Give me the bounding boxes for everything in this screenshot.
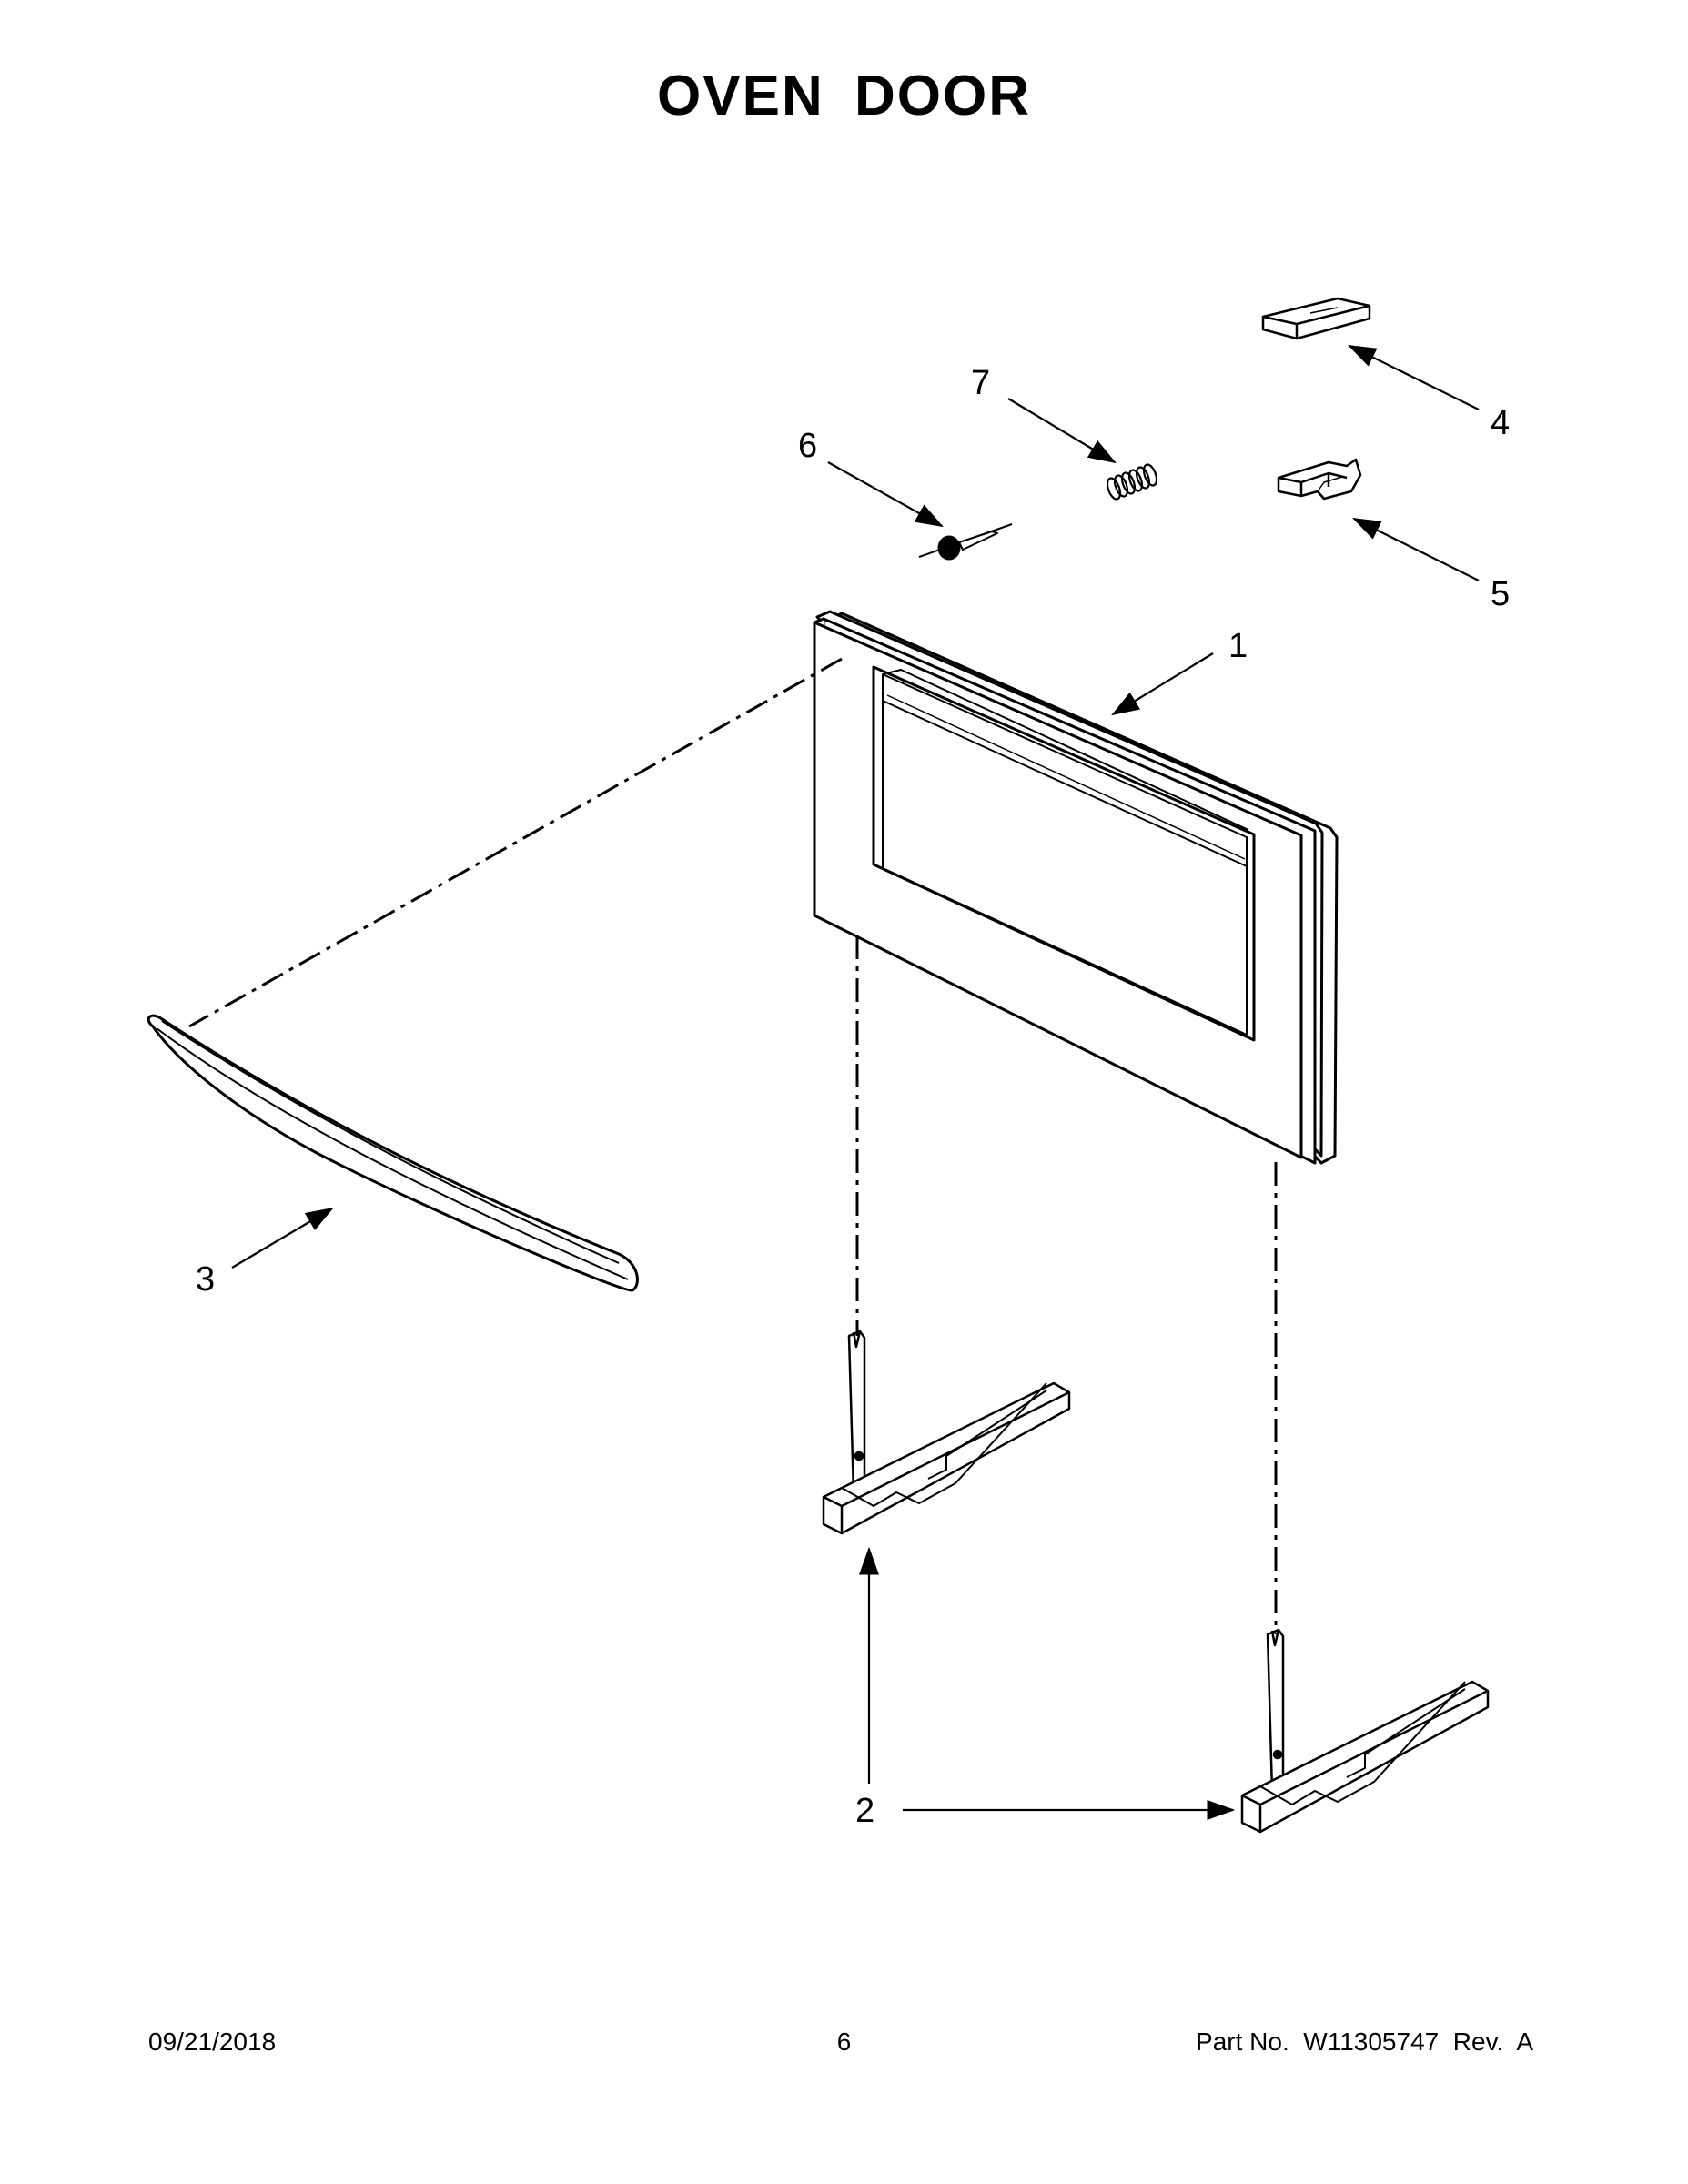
- hinge-receptacle-left: [822, 1330, 1071, 1535]
- callout-2: 2: [855, 1792, 874, 1830]
- callout-leaders: [231, 345, 1480, 1820]
- screw-part: [918, 523, 1013, 561]
- leader-7: [1007, 398, 1117, 464]
- leader-6: [827, 461, 944, 528]
- part-number-label: Part No.: [1196, 2027, 1289, 2056]
- handle-assembly-line: [188, 657, 843, 1028]
- hinge-receptacle-right: [1240, 1628, 1490, 1834]
- page-title: OVEN DOOR: [657, 65, 1031, 127]
- callout-5: 5: [1491, 575, 1510, 613]
- callout-7: 7: [971, 364, 990, 402]
- part-number-value: W11305747: [1303, 2027, 1440, 2056]
- callout-labels: 1 2 3 4 5 6 7: [196, 364, 1510, 1830]
- door-handle: [147, 1014, 639, 1292]
- revision-value: A: [1516, 2027, 1533, 2056]
- callout-4: 4: [1491, 404, 1510, 442]
- leader-3: [231, 1207, 334, 1269]
- callout-3: 3: [196, 1260, 215, 1299]
- leader-5: [1352, 518, 1480, 581]
- callout-1: 1: [1228, 627, 1248, 665]
- callout-6: 6: [798, 427, 817, 465]
- leader-4: [1348, 345, 1480, 410]
- footer-page-number: 6: [836, 2027, 852, 2056]
- footer-part-info: Part No. W11305747 Rev. A: [1196, 2027, 1533, 2057]
- oven-door-panel: [813, 610, 1339, 1165]
- latch-part: [1277, 458, 1362, 500]
- top-bracket-part: [1261, 297, 1371, 340]
- footer-date: 09/21/2018: [148, 2027, 277, 2056]
- leader-1: [1111, 652, 1214, 716]
- assembly-lines: [188, 657, 1278, 1634]
- revision-label: Rev.: [1452, 2027, 1504, 2056]
- spring-part: [1106, 463, 1158, 500]
